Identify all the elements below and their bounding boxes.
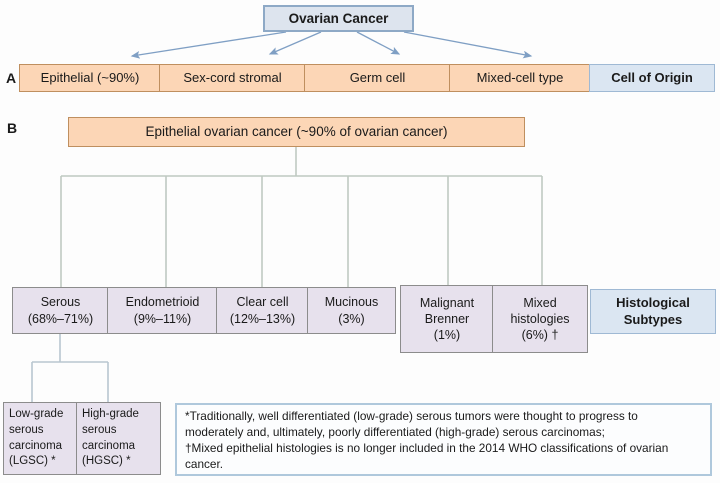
subtype-tree-lines — [60, 147, 543, 288]
node-mixed-histologies: Mixed histologies (6%) † — [492, 285, 588, 353]
node-germ-cell: Germ cell — [304, 64, 451, 92]
node-high-grade-serous-carcinoma: High-grade serous carcinoma (HGSC) * — [76, 402, 161, 475]
caption-histological-subtypes: Histological Subtypes — [590, 289, 716, 334]
node-epithelial-ovarian-cancer: Epithelial ovarian cancer (~90% of ovari… — [68, 117, 525, 147]
node-low-grade-serous-carcinoma: Low-grade serous carcinoma (LGSC) * — [3, 402, 78, 475]
node-epithelial: Epithelial (~90%) — [19, 64, 161, 92]
panel-a-label: A — [6, 70, 17, 86]
node-mucinous: Mucinous (3%) — [307, 287, 396, 334]
footnote-box: *Traditionally, well differentiated (low… — [175, 403, 712, 476]
caption-cell-of-origin: Cell of Origin — [589, 64, 715, 92]
node-sex-cord-stromal: Sex-cord stromal — [159, 64, 306, 92]
node-endometrioid: Endometrioid (9%–11%) — [107, 287, 218, 334]
node-serous: Serous (68%–71%) — [12, 287, 109, 334]
root-node-ovarian-cancer: Ovarian Cancer — [263, 5, 414, 32]
node-malignant-brenner: Malignant Brenner (1%) — [400, 285, 494, 353]
root-fan-arrows — [130, 31, 533, 59]
serous-grade-tree-lines — [31, 334, 109, 403]
panel-b-label: B — [7, 120, 18, 136]
node-clear-cell: Clear cell (12%–13%) — [216, 287, 309, 334]
node-mixed-cell-type: Mixed-cell type — [449, 64, 591, 92]
